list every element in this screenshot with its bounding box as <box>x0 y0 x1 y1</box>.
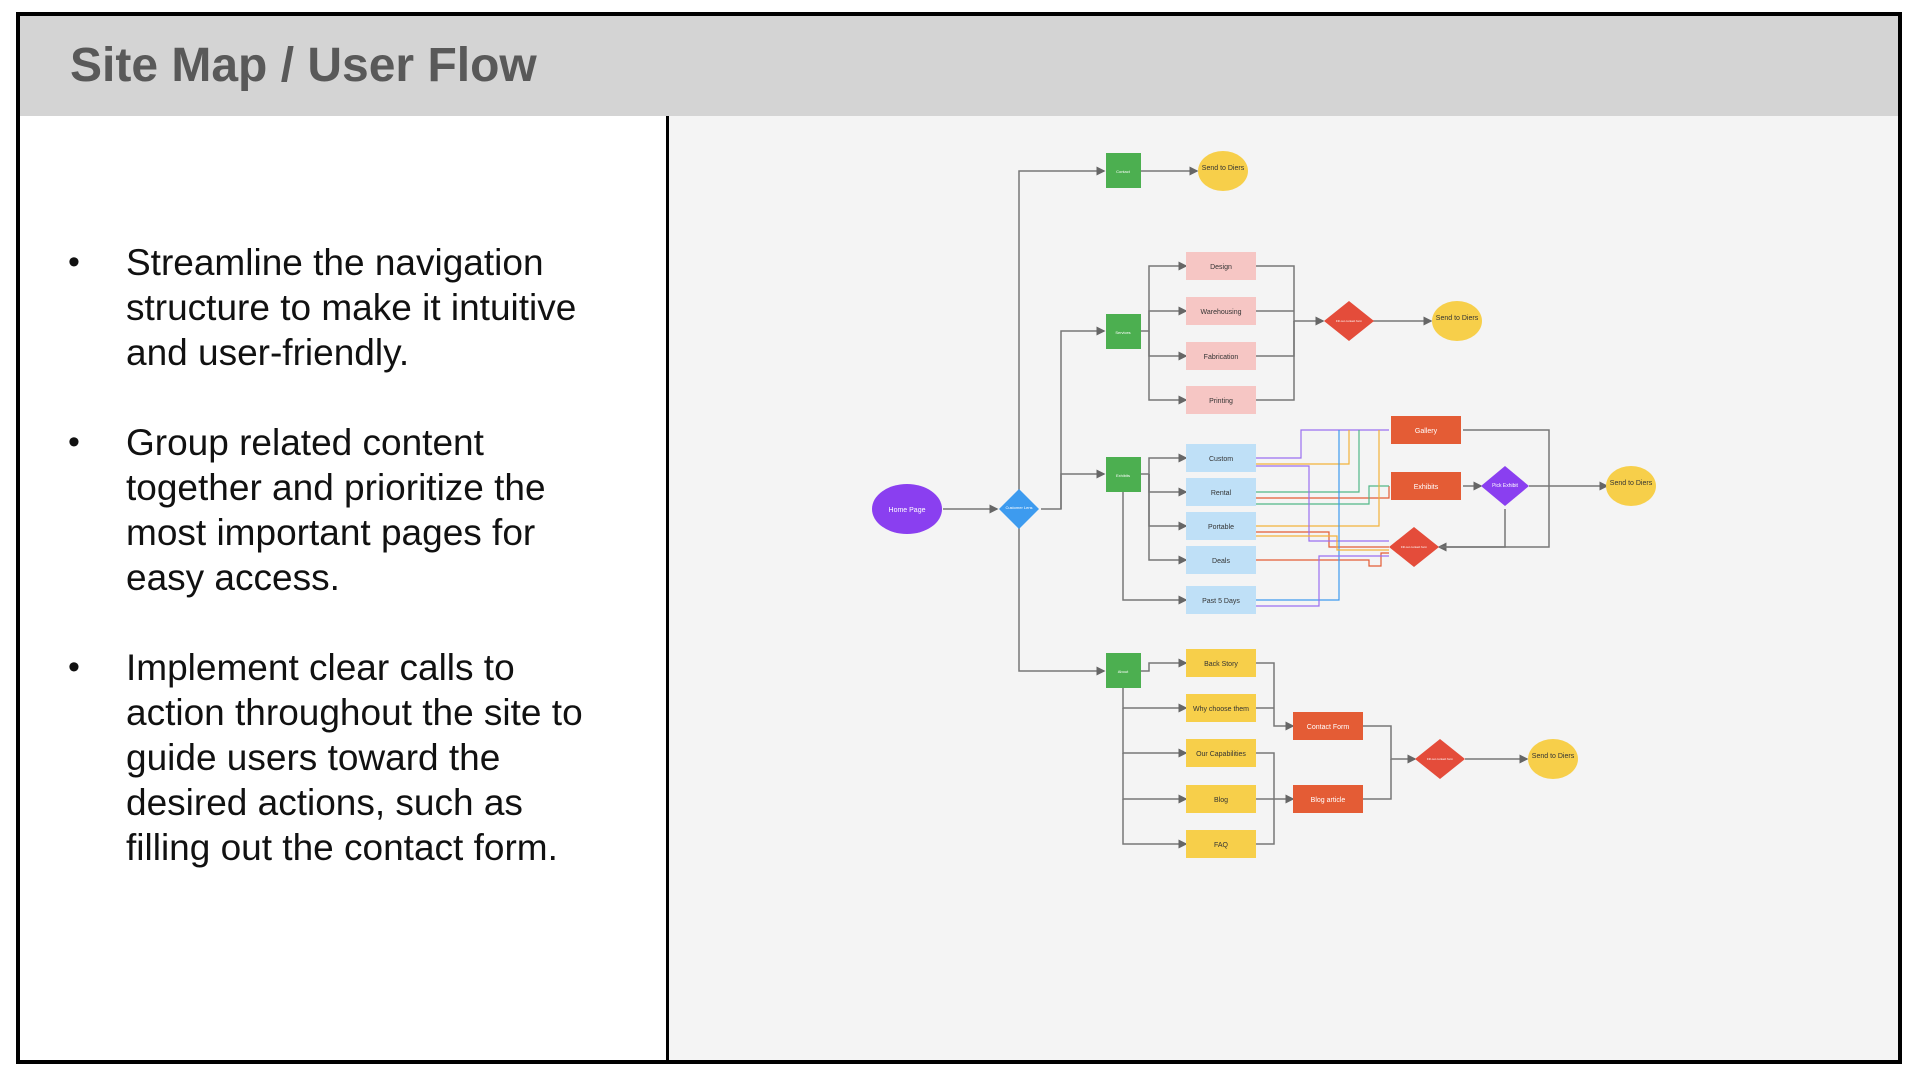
node-exhibits: Exhibits <box>1391 472 1461 500</box>
node-design: Design <box>1186 252 1256 280</box>
svg-text:Send to Diers: Send to Diers <box>1436 315 1479 322</box>
node-send-top: Send to Diers <box>1198 151 1248 191</box>
svg-text:Customer Lens: Customer Lens <box>1005 505 1032 510</box>
page-title: Site Map / User Flow <box>70 39 537 92</box>
node-fill-services: Fill out contact form <box>1324 301 1374 341</box>
svg-text:Exhibits: Exhibits <box>1414 484 1439 491</box>
node-contact-form: Contact Form <box>1293 712 1363 740</box>
connector-lines <box>943 166 1609 849</box>
svg-text:Past 5 Days: Past 5 Days <box>1202 598 1240 605</box>
bullet-text: Group related content together and prior… <box>126 422 546 598</box>
svg-text:Printing: Printing <box>1209 398 1233 405</box>
svg-text:FAQ: FAQ <box>1214 842 1229 849</box>
svg-text:Fill out contact form: Fill out contact form <box>1427 757 1454 761</box>
svg-text:Services: Services <box>1115 330 1130 335</box>
header-bar: Site Map / User Flow <box>20 16 1898 116</box>
node-fill-about: Fill out contact form <box>1415 739 1465 779</box>
exhibit-color-connectors <box>1256 429 1390 607</box>
svg-text:Blog: Blog <box>1214 797 1228 804</box>
svg-text:Gallery: Gallery <box>1415 428 1438 435</box>
node-blog: Blog <box>1186 785 1256 813</box>
svg-text:Portable: Portable <box>1208 524 1234 531</box>
svg-text:Send to Diers: Send to Diers <box>1532 753 1575 760</box>
svg-text:Why choose them: Why choose them <box>1193 706 1249 713</box>
slide-frame: Site Map / User Flow • Streamline the na… <box>16 12 1902 1064</box>
panel-divider <box>666 116 669 1060</box>
node-warehousing: Warehousing <box>1186 297 1256 325</box>
node-printing: Printing <box>1186 386 1256 414</box>
svg-text:Rental: Rental <box>1211 490 1232 497</box>
svg-text:Fill out contact form: Fill out contact form <box>1401 545 1428 549</box>
bullet-dot: • <box>68 243 80 281</box>
svg-text:Deals: Deals <box>1212 558 1230 565</box>
site-map-diagram: Home Page Customer Lens Contact Send to … <box>872 151 1656 858</box>
svg-text:Contact Form: Contact Form <box>1307 724 1350 731</box>
node-pick-exhibit: Pick Exhibit <box>1481 466 1529 506</box>
diagram-panel: Home Page Customer Lens Contact Send to … <box>669 116 1898 1060</box>
bullet-item: • Group related content together and pri… <box>68 420 608 600</box>
bullet-text: Streamline the navigation structure to m… <box>126 242 577 373</box>
svg-text:Fill out contact form: Fill out contact form <box>1336 319 1363 323</box>
svg-text:Back Story: Back Story <box>1204 661 1238 668</box>
node-past-5-days: Past 5 Days <box>1186 586 1256 614</box>
svg-text:Blog article: Blog article <box>1311 797 1346 804</box>
svg-text:About: About <box>1118 669 1129 674</box>
svg-text:Custom: Custom <box>1209 456 1233 463</box>
bullet-panel: • Streamline the navigation structure to… <box>20 116 666 1060</box>
node-faq: FAQ <box>1186 830 1256 858</box>
node-exhibits-category: Exhibits <box>1106 457 1141 492</box>
bullet-text: Implement clear calls to action througho… <box>126 647 583 868</box>
node-contact: Contact <box>1106 153 1141 188</box>
node-fill-exhibits: Fill out contact form <box>1389 527 1439 567</box>
bullet-item: • Streamline the navigation structure to… <box>68 240 608 375</box>
svg-text:Warehousing: Warehousing <box>1201 309 1242 316</box>
node-deals: Deals <box>1186 546 1256 574</box>
node-customer-lens: Customer Lens <box>999 489 1039 529</box>
node-send-services: Send to Diers <box>1432 301 1482 341</box>
node-custom: Custom <box>1186 444 1256 472</box>
node-send-about: Send to Diers <box>1528 739 1578 779</box>
node-services: Services <box>1106 314 1141 349</box>
node-back-story: Back Story <box>1186 649 1256 677</box>
node-our-capabilities: Our Capabilities <box>1186 739 1256 767</box>
svg-text:Send to Diers: Send to Diers <box>1610 480 1653 487</box>
bullet-list: • Streamline the navigation structure to… <box>68 240 608 915</box>
svg-text:Send to Diers: Send to Diers <box>1202 165 1245 172</box>
svg-text:Design: Design <box>1210 264 1232 271</box>
node-portable: Portable <box>1186 512 1256 540</box>
bullet-item: • Implement clear calls to action throug… <box>68 645 608 870</box>
node-home-page: Home Page <box>872 484 942 534</box>
bullet-dot: • <box>68 648 80 686</box>
node-about: About <box>1106 653 1141 688</box>
node-fabrication: Fabrication <box>1186 342 1256 370</box>
node-why-choose-them: Why choose them <box>1186 694 1256 722</box>
bullet-dot: • <box>68 423 80 461</box>
node-send-exhibits: Send to Diers <box>1606 466 1656 506</box>
node-rental: Rental <box>1186 478 1256 506</box>
node-blog-article: Blog article <box>1293 785 1363 813</box>
svg-text:Exhibits: Exhibits <box>1116 473 1130 478</box>
svg-text:Pick Exhibit: Pick Exhibit <box>1492 483 1518 489</box>
svg-text:Our Capabilities: Our Capabilities <box>1196 751 1246 758</box>
svg-text:Fabrication: Fabrication <box>1204 354 1239 361</box>
node-gallery: Gallery <box>1391 416 1461 444</box>
svg-text:Home Page: Home Page <box>889 507 926 514</box>
svg-text:Contact: Contact <box>1116 169 1131 174</box>
